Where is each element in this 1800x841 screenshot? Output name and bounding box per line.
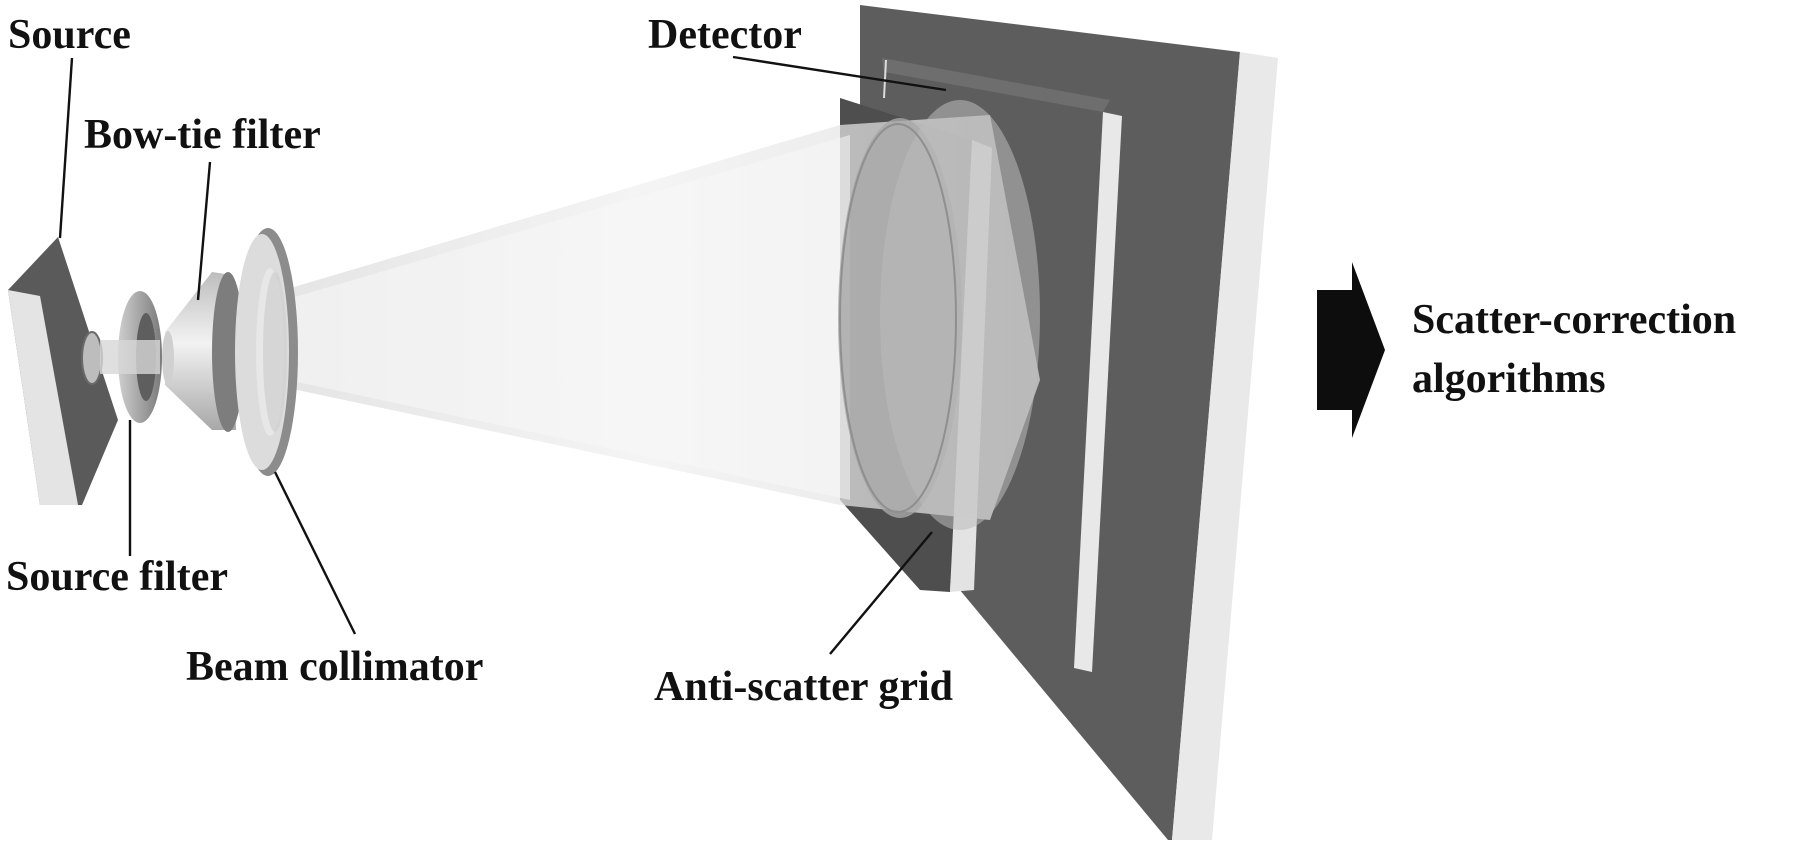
source-block (8, 237, 118, 505)
label-scatter-correction-line1: Scatter-correction (1412, 297, 1736, 343)
leader-detector (732, 55, 947, 92)
arrow-right-icon (1317, 262, 1385, 438)
beam-collimator (235, 228, 298, 476)
label-anti-scatter-grid: Anti-scatter grid (654, 664, 953, 710)
leader-anti-scatter (829, 531, 933, 655)
bowtie-filter (162, 272, 244, 432)
label-detector: Detector (648, 12, 802, 58)
source-filter (100, 291, 162, 423)
label-beam-collimator: Beam collimator (186, 644, 483, 690)
label-source-filter: Source filter (6, 554, 228, 600)
label-source: Source (8, 12, 131, 58)
leader-source (58, 57, 74, 239)
label-bowtie-filter: Bow-tie filter (84, 112, 321, 158)
x-ray-beam (250, 100, 1040, 530)
leader-beam-collimator (273, 471, 357, 635)
label-scatter-correction-line2: algorithms (1412, 356, 1606, 402)
leader-bowtie (196, 161, 212, 301)
